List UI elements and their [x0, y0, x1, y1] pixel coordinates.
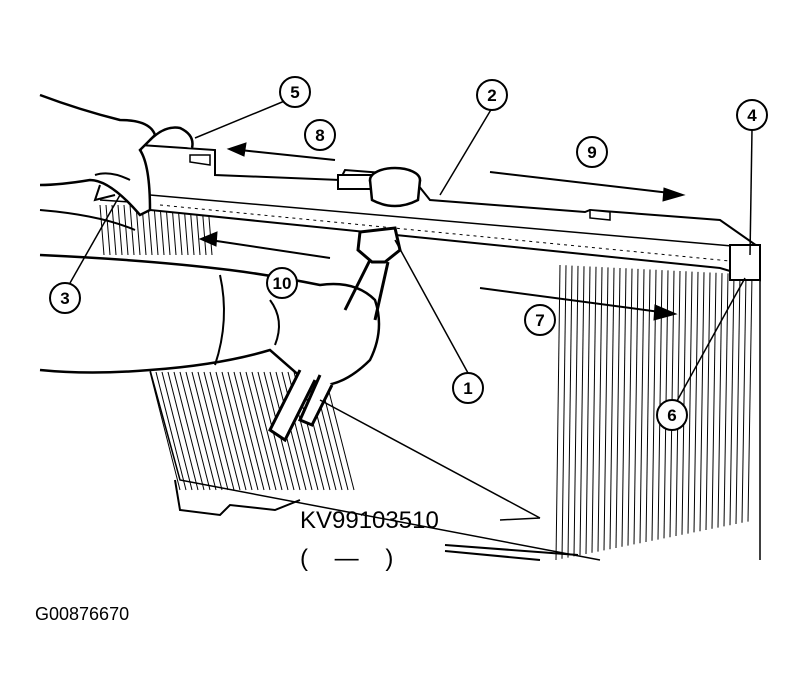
- callout-1: 1: [452, 372, 484, 404]
- left-hand-icon: [39, 93, 194, 231]
- fin-line: [747, 274, 753, 522]
- fin-line: [227, 371, 259, 491]
- callout-5-label: 5: [290, 83, 299, 102]
- fin-line: [621, 268, 627, 547]
- fin-line: [171, 204, 177, 256]
- fin-line: [639, 269, 645, 544]
- fin-line: [681, 271, 687, 535]
- fin-line: [705, 272, 711, 531]
- callout-10-label: 10: [273, 274, 292, 293]
- fin-line: [573, 265, 579, 557]
- callout-7: 7: [524, 304, 556, 336]
- right-hand-icon: [39, 253, 381, 387]
- fin-line: [555, 264, 561, 561]
- fin-line: [165, 204, 171, 256]
- callouts: 1 2 3 4 5 6 7 8: [49, 76, 768, 431]
- fin-line: [167, 371, 199, 491]
- fin-line: [179, 371, 211, 491]
- tool-part-alt: ( — ): [300, 545, 393, 572]
- fin-line: [609, 267, 615, 550]
- fin-line: [579, 266, 585, 556]
- fin-line: [633, 268, 639, 545]
- fin-line: [603, 267, 609, 551]
- fin-line: [129, 204, 135, 256]
- lower-bracket: [174, 479, 301, 517]
- fin-line: [561, 265, 567, 559]
- fin-line: [155, 371, 187, 491]
- ground-marks: [444, 544, 579, 561]
- callout-9: 9: [576, 136, 608, 168]
- callout-6-label: 6: [667, 406, 676, 425]
- upper-tank: [138, 143, 761, 282]
- callout-4: 4: [736, 99, 768, 131]
- callout-3-label: 3: [60, 289, 69, 308]
- fin-line: [693, 271, 699, 533]
- fin-line: [723, 273, 729, 527]
- fin-line: [221, 371, 253, 491]
- direction-arrows: [198, 142, 686, 321]
- fin-line: [735, 273, 741, 525]
- fin-line: [185, 371, 217, 491]
- fin-line: [239, 371, 271, 491]
- fin-line: [687, 271, 693, 534]
- fin-line: [233, 371, 265, 491]
- fin-line: [191, 371, 223, 491]
- fin-line: [209, 371, 241, 491]
- fin-line: [741, 274, 747, 523]
- fin-line: [123, 204, 129, 256]
- fin-line: [203, 371, 235, 491]
- callout-2: 2: [476, 79, 508, 111]
- radiator-cap-icon: [337, 166, 422, 208]
- fin-line: [99, 204, 105, 256]
- callout-3: 3: [49, 282, 81, 314]
- fin-line: [117, 204, 123, 256]
- fin-line: [173, 371, 205, 491]
- fin-line: [567, 265, 573, 558]
- tool-part-number: KV99103510: [300, 507, 439, 534]
- fin-line: [111, 204, 117, 256]
- callout-6: 6: [656, 399, 688, 431]
- callout-8: 8: [304, 119, 336, 151]
- fin-line: [159, 204, 165, 256]
- figure-id: G00876670: [35, 604, 129, 624]
- fin-line: [105, 204, 111, 256]
- fin-line: [717, 273, 723, 528]
- fin-line: [585, 266, 591, 555]
- callout-10: 10: [266, 267, 298, 299]
- fin-line: [147, 204, 153, 256]
- fin-line: [149, 371, 181, 491]
- fin-line: [281, 371, 313, 491]
- callout-8-label: 8: [315, 126, 324, 145]
- fin-line: [729, 273, 735, 526]
- fin-line: [591, 266, 597, 553]
- fin-line: [699, 272, 705, 532]
- fin-line: [251, 371, 283, 491]
- fin-line: [153, 204, 159, 256]
- callout-2-label: 2: [487, 86, 496, 105]
- fin-line: [245, 371, 277, 491]
- fin-line: [711, 272, 717, 529]
- fin-line: [597, 267, 603, 552]
- fin-line: [135, 204, 141, 256]
- callout-4-label: 4: [747, 106, 757, 125]
- leader-lines: [69, 99, 753, 521]
- fin-line: [215, 371, 247, 491]
- callout-5: 5: [279, 76, 311, 108]
- fin-line: [161, 371, 193, 491]
- callout-1-label: 1: [463, 379, 472, 398]
- fin-line: [197, 371, 229, 491]
- pliers-tool-icon: [268, 226, 402, 443]
- fin-line: [627, 268, 633, 546]
- callout-9-label: 9: [587, 143, 596, 162]
- fin-line: [615, 267, 621, 549]
- callout-7-label: 7: [535, 311, 544, 330]
- fin-line: [645, 269, 651, 543]
